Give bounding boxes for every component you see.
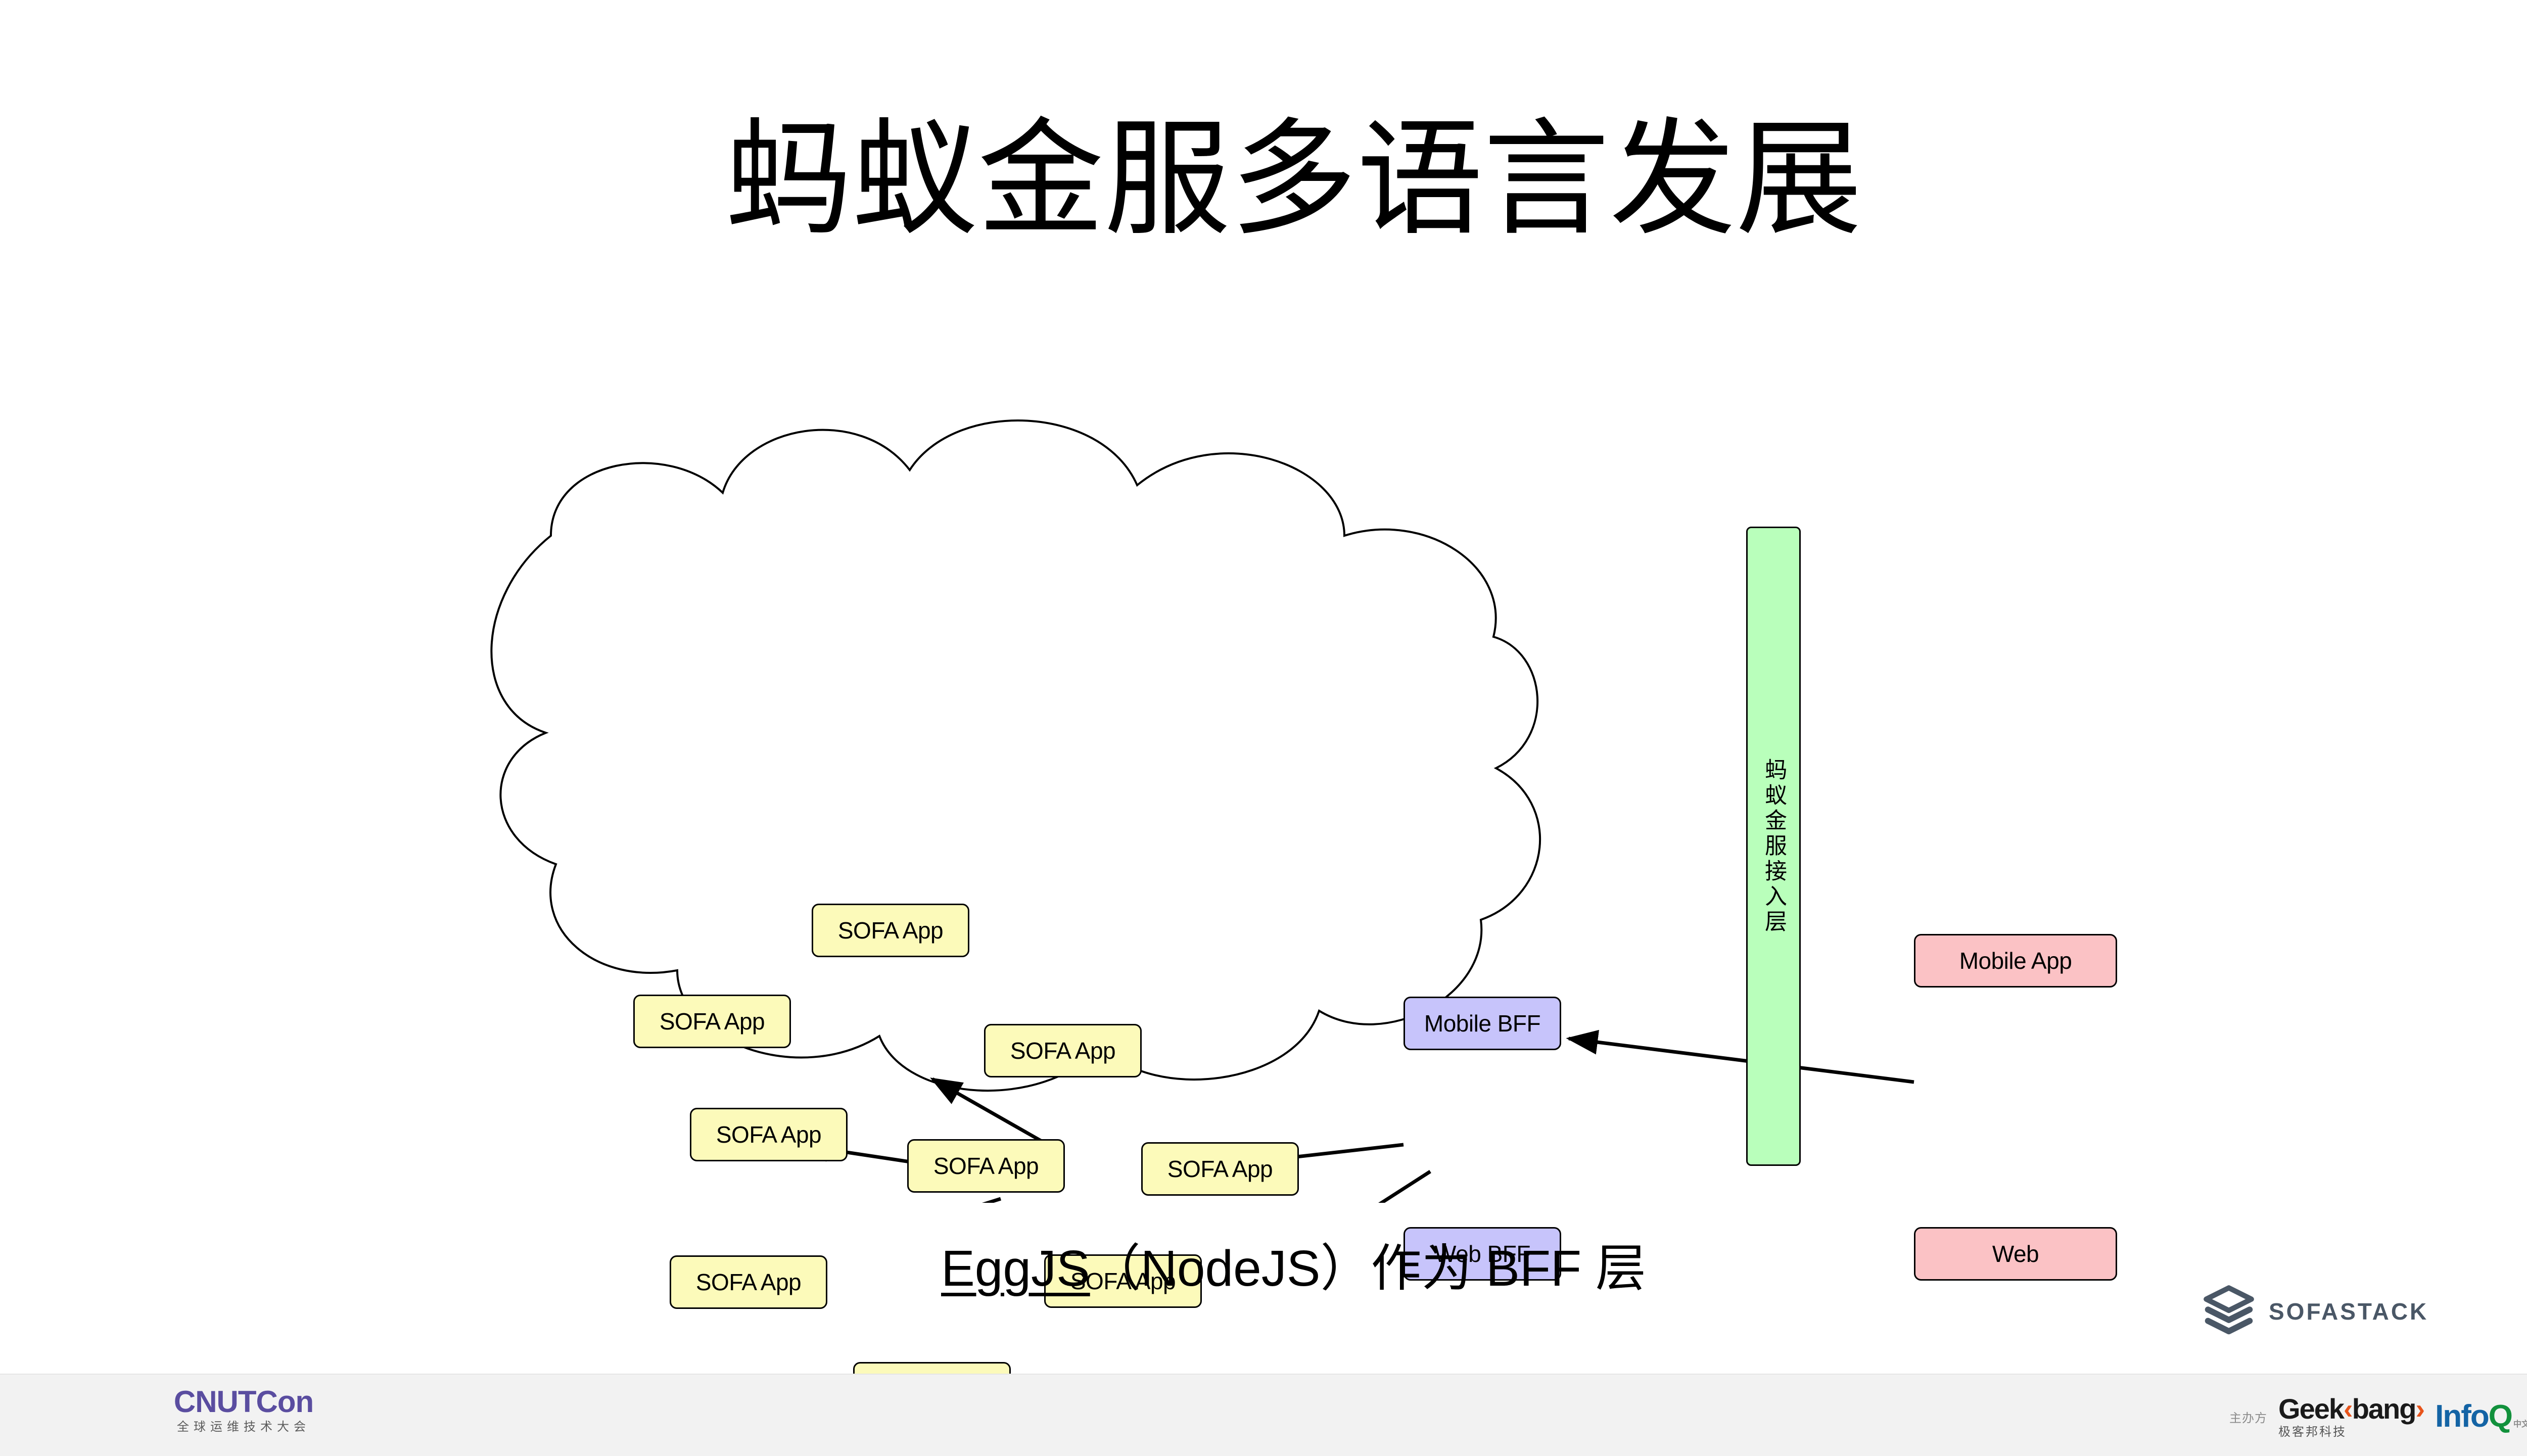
footer-bar: CNUTCon 全球运维技术大会 主办方 Geek‹bang› 极客邦科技 In…: [0, 1374, 2527, 1456]
infoq-q-text: Q: [2488, 1399, 2513, 1434]
node-label: SOFA App: [695, 1269, 802, 1295]
edge-sofa3-to-sofa1: [930, 1077, 1050, 1147]
sofastack-logo: SOFASTACK: [2201, 1276, 2434, 1347]
node-label: SOFA App: [1010, 1038, 1116, 1064]
access-layer-label: 蚂蚁金服接入层: [1761, 758, 1786, 935]
node-mobile-app[interactable]: Mobile App: [1914, 934, 2117, 988]
cloud-boundary: [490, 419, 1541, 1092]
node-mobile-bff[interactable]: Mobile BFF: [1403, 997, 1561, 1050]
geekbang-subtitle: 极客邦科技: [2278, 1425, 2347, 1439]
caption-underlined-text: EggJS: [941, 1240, 1090, 1297]
node-sofa-app[interactable]: SOFA App: [1044, 1254, 1202, 1308]
node-sofa-app[interactable]: SOFA App: [812, 904, 969, 957]
geekbang-logo: Geek‹bang› 极客邦科技: [2278, 1393, 2425, 1439]
access-layer-bar[interactable]: 蚂蚁金服接入层: [1746, 527, 1801, 1166]
node-label: Web BFF: [1434, 1241, 1530, 1267]
cnutcon-subtitle: 全球运维技术大会: [177, 1420, 310, 1434]
geekbang-part1: Geek: [2278, 1393, 2345, 1425]
edge-mobilebff-to-sofa6: [1378, 1170, 1431, 1203]
sofastack-wordmark: SOFASTACK: [2269, 1298, 2429, 1325]
geekbang-accent-chevron-icon: ‹: [2344, 1393, 2353, 1425]
node-label: SOFA App: [1070, 1268, 1176, 1294]
node-label: Mobile BFF: [1424, 1010, 1541, 1037]
node-sofa-app[interactable]: SOFA App: [984, 1024, 1142, 1077]
node-label: SOFA App: [659, 1008, 765, 1035]
node-sofa-app[interactable]: SOFA App: [633, 995, 791, 1048]
node-label: Mobile App: [1959, 948, 2072, 974]
edge-mobileapp-to-mobilebff: [1566, 1029, 1914, 1084]
slide-caption: EggJS（NodeJS）作为 BFF 层: [0, 1241, 2527, 1296]
cnutcon-name: CNUTCon: [173, 1385, 314, 1419]
page-title: 蚂蚁金服多语言发展: [725, 109, 1862, 250]
node-web-bff[interactable]: Web BFF: [1403, 1227, 1561, 1281]
sofastack-cube-icon: [2201, 1283, 2257, 1341]
node-label: SOFA App: [716, 1121, 822, 1148]
geekbang-wordmark: Geek‹bang›: [2278, 1393, 2425, 1425]
node-sofa-app[interactable]: SOFA App: [670, 1255, 827, 1309]
geekbang-part2: bang: [2352, 1393, 2417, 1425]
sponsor-label: 主办方: [2229, 1411, 2268, 1425]
node-label: Web: [1992, 1241, 2039, 1267]
edge-sofa3-to-sofa4: [981, 1197, 1002, 1203]
diagram-canvas: [490, 419, 1914, 1203]
node-sofa-app[interactable]: SOFA App: [1141, 1142, 1299, 1196]
node-web-client[interactable]: Web: [1914, 1227, 2117, 1281]
node-sofa-app[interactable]: SOFA App: [690, 1108, 848, 1161]
sponsor-block: 主办方 Geek‹bang› 极客邦科技 InfoQ中文站: [2229, 1389, 2527, 1444]
caption-rest-text: （NodeJS）作为 BFF 层: [1090, 1240, 1646, 1297]
infoq-info-text: Info: [2435, 1399, 2490, 1434]
geekbang-arrow-icon: ›: [2415, 1393, 2425, 1425]
node-label: SOFA App: [933, 1153, 1039, 1179]
infoq-cn-text: 中文站: [2513, 1420, 2527, 1429]
node-label: SOFA App: [1167, 1156, 1273, 1182]
architecture-diagram: SOFA App SOFA App SOFA App SOFA App SOFA…: [0, 384, 2527, 1416]
infoq-logo: InfoQ中文站: [2435, 1401, 2527, 1432]
node-sofa-app[interactable]: SOFA App: [907, 1139, 1065, 1193]
cnutcon-logo: CNUTCon 全球运维技术大会: [137, 1387, 350, 1433]
node-label: SOFA App: [837, 917, 944, 944]
